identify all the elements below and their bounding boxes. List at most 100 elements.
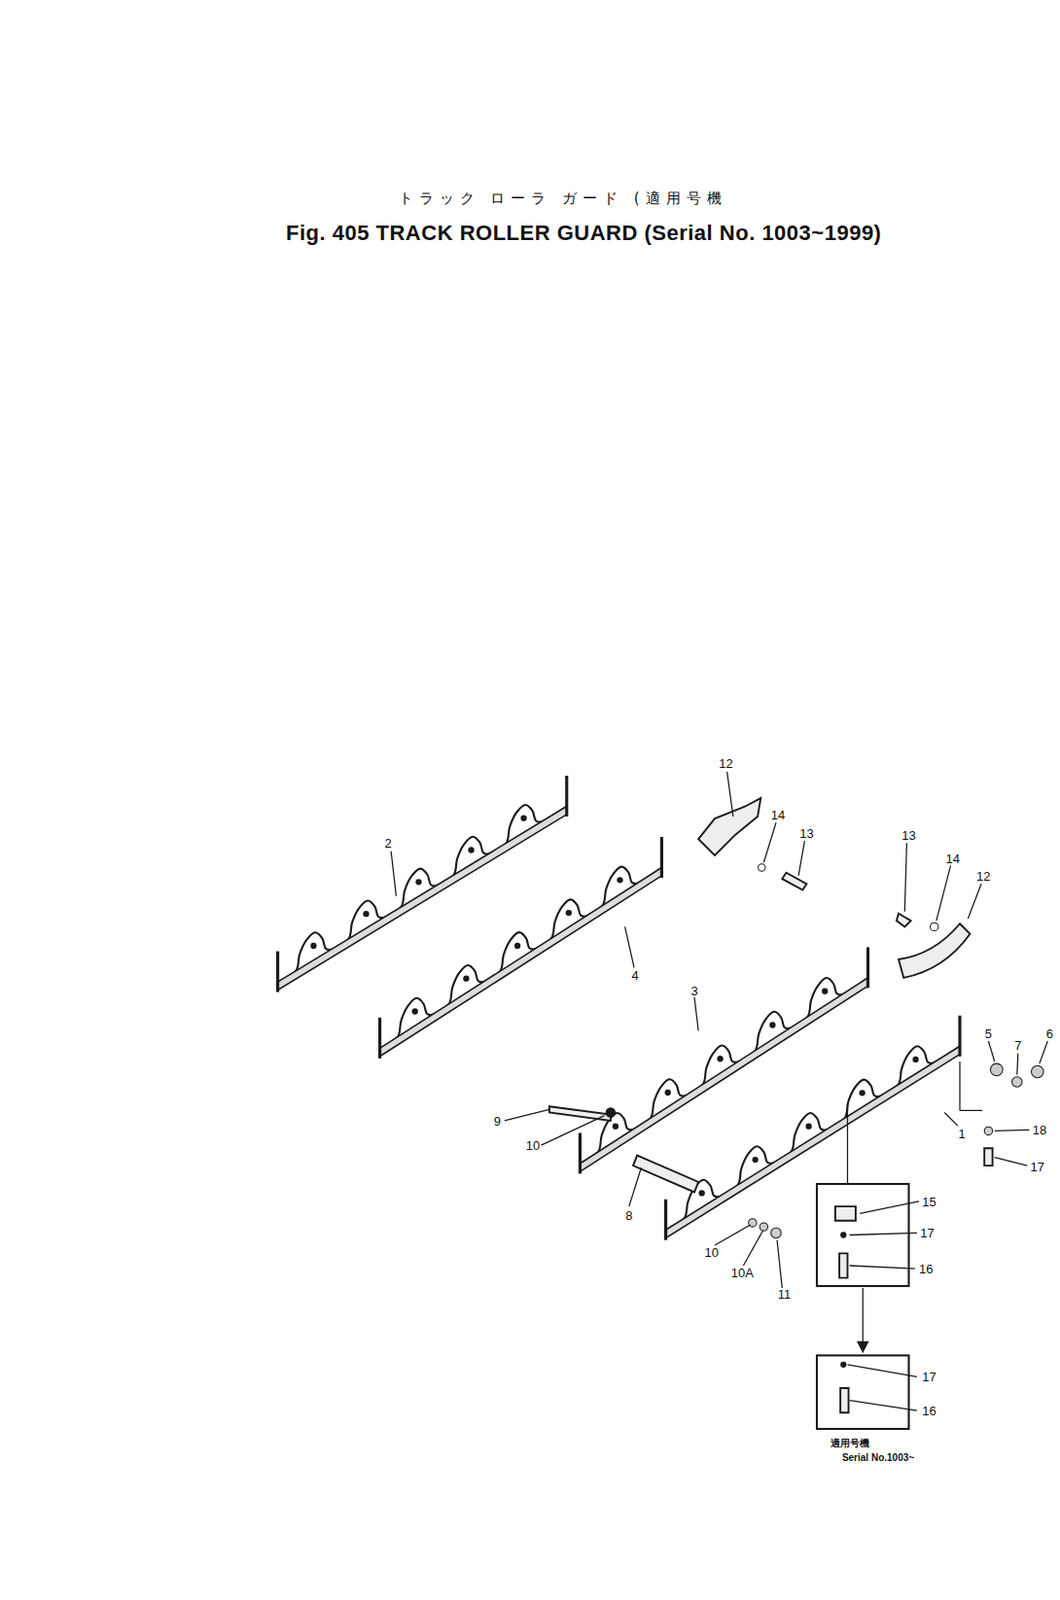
leader-line: [994, 1158, 1028, 1166]
callout-number: 9: [494, 1114, 501, 1128]
leader-line: [847, 1365, 917, 1378]
rail-hole: [310, 943, 317, 950]
leader-line: [727, 772, 734, 817]
rail-hole: [612, 1124, 619, 1131]
callout-number: 12: [976, 869, 990, 883]
leader-line: [1017, 1054, 1019, 1076]
serial-note: Serial No.1003~: [842, 1453, 915, 1464]
leader-line: [904, 843, 907, 912]
rail-hole: [362, 911, 369, 918]
end-plate: [660, 837, 664, 879]
leader-line: [849, 1401, 918, 1413]
rail-hole: [821, 989, 828, 995]
end-plate: [578, 1133, 582, 1175]
bolt: [896, 914, 912, 928]
callout-number: 7: [1014, 1039, 1022, 1053]
leader-line: [944, 1113, 958, 1128]
nut: [759, 1223, 768, 1232]
bracket: [698, 798, 761, 856]
callout-number: 6: [1046, 1026, 1054, 1040]
leader-line: [959, 1110, 983, 1112]
callout-number: 4: [631, 968, 638, 982]
end-plate: [866, 947, 870, 989]
washer: [930, 922, 939, 931]
rail-hole: [616, 877, 623, 884]
bolt: [984, 1148, 992, 1166]
leader-line: [988, 1041, 994, 1062]
callout-number: 8: [625, 1208, 633, 1222]
nut: [771, 1228, 782, 1239]
hardware: [989, 1063, 1003, 1077]
nut: [605, 1107, 617, 1119]
rail-hole: [412, 1008, 419, 1015]
rail-hole: [665, 1090, 672, 1096]
end-plate: [276, 952, 280, 993]
rail-hole: [769, 1022, 776, 1028]
callout-number: 5: [985, 1026, 992, 1040]
end-plate: [664, 1200, 668, 1241]
callout-number: 13: [901, 828, 916, 842]
rail-hole: [415, 879, 422, 885]
callout-number: 18: [1032, 1124, 1047, 1137]
leader-line: [967, 883, 982, 919]
pin: [633, 1156, 699, 1194]
callout-number: 11: [777, 1288, 792, 1302]
washer: [840, 1362, 847, 1369]
detail-box: [816, 1355, 910, 1430]
japanese-title: トラック ローラ ガード (適用号機: [398, 191, 728, 207]
hardware: [984, 1127, 992, 1135]
end-plate: [565, 776, 568, 817]
callout-number: 16: [918, 1263, 933, 1276]
leader-line: [504, 1109, 550, 1122]
rail-hole: [565, 910, 572, 917]
callout-number: 17: [919, 1227, 934, 1240]
callout-number: 15: [921, 1195, 936, 1208]
leader-line: [994, 1130, 1030, 1131]
leader-line: [859, 1201, 919, 1215]
hardware: [1012, 1077, 1024, 1089]
leader-line: [798, 841, 805, 877]
rail-base: [380, 867, 663, 1057]
leader-line: [958, 1061, 960, 1111]
figure-title: Fig. 405 TRACK ROLLER GUARD (Serial No. …: [285, 222, 882, 245]
rail-hole: [514, 943, 521, 950]
rail-hole: [462, 976, 469, 983]
arrow-head: [856, 1342, 870, 1355]
bracket: [898, 923, 971, 979]
callout-number: 13: [799, 826, 813, 840]
callout-number: 10A: [731, 1267, 754, 1280]
rail-hole: [858, 1090, 865, 1096]
callout-number: 14: [771, 808, 785, 821]
rail-hole: [699, 1190, 706, 1197]
callout-number: 17: [1030, 1161, 1045, 1174]
callout-number: 17: [921, 1371, 936, 1384]
washer: [840, 1232, 847, 1238]
callout-number: 10: [705, 1246, 719, 1260]
leader-line: [1039, 1041, 1048, 1064]
rail-hole: [520, 815, 527, 822]
end-plate: [378, 1018, 382, 1060]
callout-number: 1: [957, 1127, 965, 1140]
leader-line: [847, 1104, 848, 1185]
leader-line: [629, 1167, 642, 1207]
leader-line: [625, 926, 635, 968]
rail-hole: [805, 1124, 812, 1131]
rail-hole: [912, 1057, 919, 1063]
serial-note: 適用号機: [830, 1439, 870, 1449]
leader-line: [694, 997, 699, 1032]
leader-line: [390, 851, 396, 897]
spacer: [835, 1206, 856, 1222]
bolt: [839, 1253, 848, 1278]
bolt: [840, 1388, 848, 1414]
callout-number: 14: [945, 852, 959, 866]
leader-line: [541, 1116, 605, 1146]
callout-number: 12: [718, 757, 733, 771]
leader-line: [936, 865, 952, 921]
callout-number: 3: [690, 984, 698, 997]
hardware: [1031, 1065, 1045, 1079]
leader-line: [862, 1288, 864, 1346]
callout-number: 2: [384, 837, 391, 850]
end-plate: [957, 1016, 961, 1058]
leader-line: [714, 1225, 751, 1246]
